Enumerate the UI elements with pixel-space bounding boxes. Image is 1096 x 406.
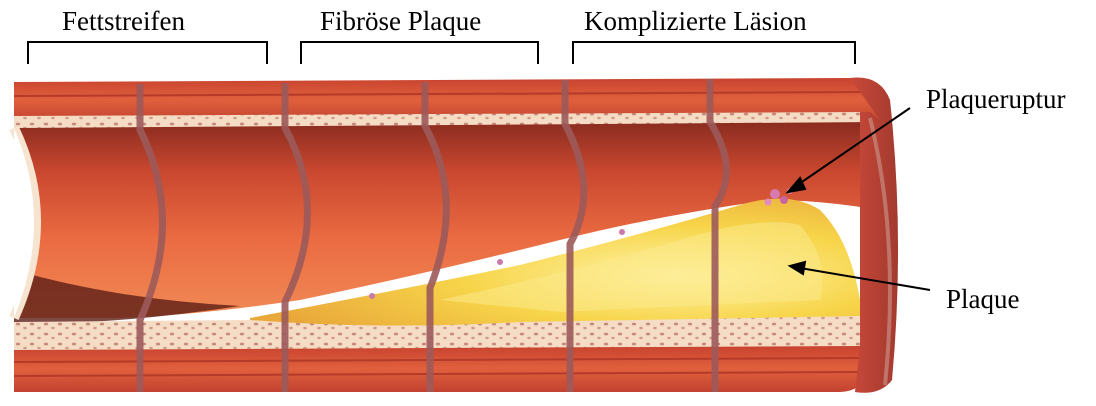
stage-label-complicated-lesion: Komplizierte Läsion xyxy=(584,8,807,35)
callout-label-plaque-rupture: Plaqueruptur xyxy=(926,86,1065,113)
callout-label-plaque: Plaque xyxy=(946,286,1020,313)
stage-brackets xyxy=(28,42,855,64)
bracket-complicated xyxy=(573,42,855,64)
stage-label-fibrous-plaque: Fibröse Plaque xyxy=(320,8,481,35)
bracket-fatty xyxy=(28,42,267,64)
bracket-fibrous xyxy=(301,42,538,64)
stage-label-fatty-streak: Fettstreifen xyxy=(62,8,185,35)
